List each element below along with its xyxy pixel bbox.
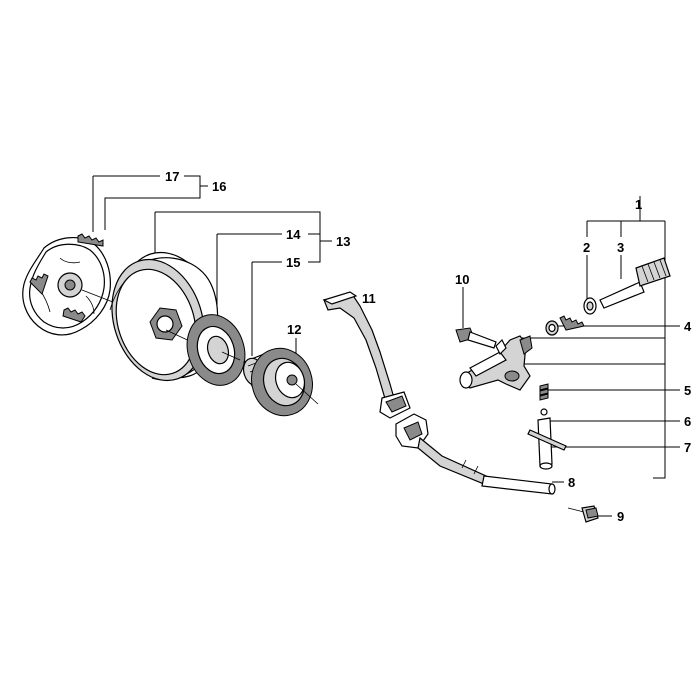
label-15: 15 bbox=[286, 255, 300, 270]
label-3: 3 bbox=[617, 240, 624, 255]
label-1: 1 bbox=[635, 197, 642, 212]
label-6: 6 bbox=[684, 414, 691, 429]
sprocket-rim bbox=[186, 314, 246, 386]
clutch-assembly bbox=[22, 233, 119, 336]
label-8: 8 bbox=[568, 475, 575, 490]
label-12: 12 bbox=[287, 322, 301, 337]
pump-rod bbox=[395, 413, 556, 495]
label-14: 14 bbox=[286, 227, 301, 242]
label-10: 10 bbox=[455, 272, 469, 287]
drive-gear bbox=[251, 347, 319, 417]
label-16: 16 bbox=[212, 179, 226, 194]
bracket-assembly bbox=[459, 257, 671, 470]
clutch-drum bbox=[109, 251, 219, 382]
label-17: 17 bbox=[165, 169, 179, 184]
lever-arm bbox=[322, 291, 411, 419]
label-13: 13 bbox=[336, 234, 350, 249]
adjust-screw bbox=[567, 505, 599, 523]
label-11: 11 bbox=[362, 291, 376, 306]
mount-bolt bbox=[455, 327, 497, 349]
callout-labels: 17 16 14 13 15 12 11 10 1 2 3 4 5 6 7 8 … bbox=[165, 169, 692, 524]
label-9: 9 bbox=[617, 509, 624, 524]
label-2: 2 bbox=[583, 240, 590, 255]
label-7: 7 bbox=[684, 440, 691, 455]
label-5: 5 bbox=[684, 383, 691, 398]
label-4: 4 bbox=[684, 319, 692, 334]
